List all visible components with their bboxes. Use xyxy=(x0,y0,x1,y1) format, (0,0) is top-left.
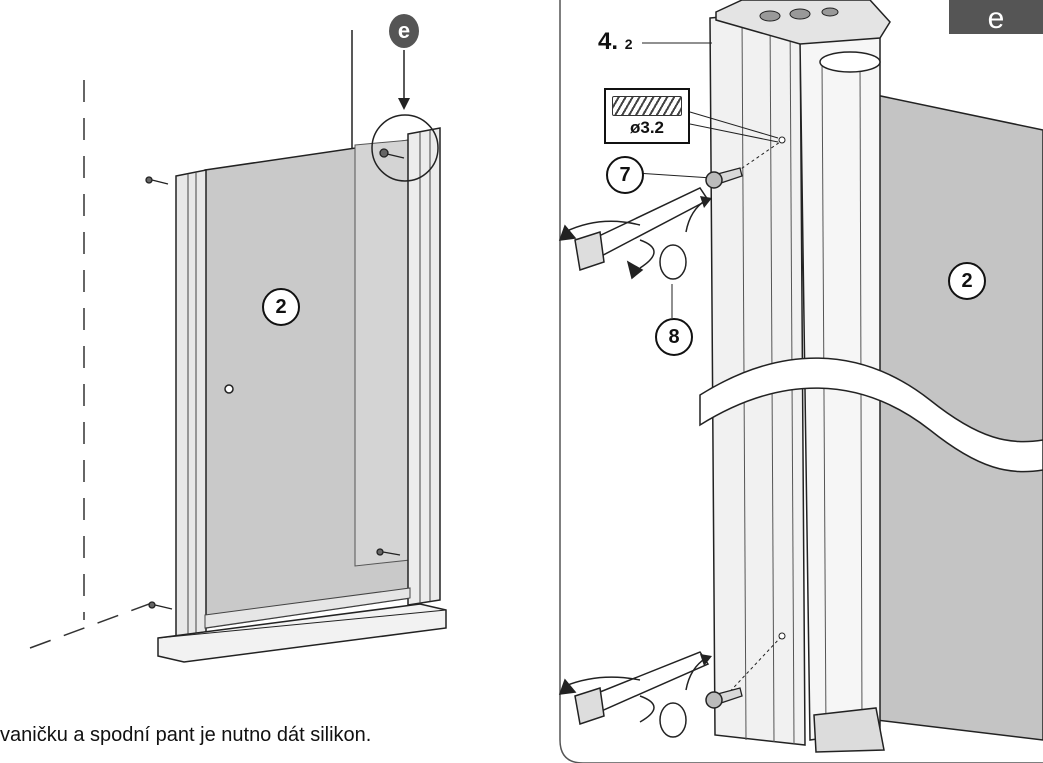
drill-bit-icon xyxy=(612,96,682,116)
wall-plug-lower xyxy=(659,702,687,738)
drill-diameter: ø3.2 xyxy=(629,118,665,137)
detail-badge-e: e xyxy=(389,14,419,48)
inner-wall xyxy=(354,139,411,567)
part-label: 4. 2 xyxy=(598,28,632,56)
right-profile xyxy=(407,127,441,606)
screw-number: 7 xyxy=(606,156,644,194)
wall-plug-upper xyxy=(659,244,687,280)
screwdriver-lower xyxy=(558,651,710,725)
detail-circle xyxy=(371,114,439,182)
shower-tray xyxy=(157,603,447,663)
screw-upper xyxy=(705,167,743,189)
panel-number-right: 2 xyxy=(948,262,986,300)
screwdriver-upper xyxy=(558,187,710,280)
glass-panel-detail xyxy=(875,94,1043,741)
plug-number: 8 xyxy=(655,318,693,356)
part-label-main: 4. xyxy=(598,28,619,55)
part-label-sub: 2 xyxy=(624,36,633,52)
corner-badge-e: e xyxy=(949,0,1043,34)
screw-lower xyxy=(705,687,743,709)
left-profile xyxy=(175,169,207,637)
top-cap xyxy=(715,0,891,45)
screws-left xyxy=(145,148,405,610)
drill-bit-callout: ø3.2 xyxy=(604,88,690,144)
cut-break xyxy=(699,357,1043,473)
door-handle xyxy=(224,384,234,394)
panel-number-left: 2 xyxy=(262,288,300,326)
floor-edge-line xyxy=(29,599,161,649)
instruction-caption: vaničku a spodní pant je nutno dát silik… xyxy=(0,724,372,746)
